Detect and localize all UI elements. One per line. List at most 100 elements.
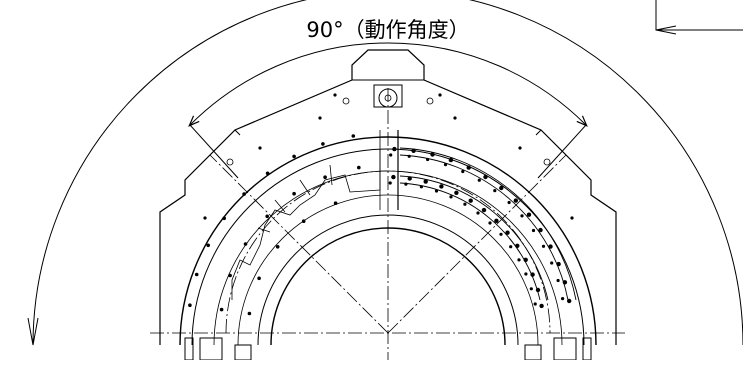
roller-dots [188,93,574,316]
roller-dot [520,214,524,218]
roller-dot [388,181,392,185]
roller-dot [292,191,296,196]
roller-dot [318,116,322,120]
roller-dot [523,257,528,262]
roller-dot [434,189,439,193]
right-rail-1 [399,147,577,301]
roller-dot [423,179,428,184]
roller-dot [509,245,513,249]
rail-arc-1 [213,170,563,346]
roller-dot [407,154,411,158]
operating-angle-label: 90°（動作角度） [306,18,469,42]
roller-dot [411,148,416,153]
base-block-left-inner [234,344,252,361]
roller-dot [493,189,497,193]
guide-ring-outer-arc [179,136,597,346]
roller-dot [247,311,252,316]
roller-dot [438,93,442,97]
roller-dot [323,175,327,179]
roller-dot [533,302,537,306]
roller-dot [494,218,499,223]
roller-dot [426,157,430,162]
roller-dot [461,169,465,174]
leader-arrowhead [655,25,677,35]
roller-dot [222,216,226,221]
housing-outline [159,49,617,345]
roller-dot [265,171,270,176]
guide-ring-inner-outer-arc [257,214,519,346]
segment-slot-ticks [257,164,333,233]
roller-dot [517,258,521,262]
roller-dot [419,185,423,189]
roller-dot [206,243,210,248]
housing-bolt-right [543,158,551,166]
roller-dot [567,298,572,304]
roller-dot [321,142,325,146]
roller-dot [301,219,306,223]
roller-dot [556,278,560,283]
roller-dot [483,174,488,180]
roller-dot [357,165,361,170]
roller-dot [258,146,262,150]
roller-dot [535,287,541,293]
roller-dot [515,243,520,248]
roller-dot [391,174,396,180]
housing-chamfers [234,129,542,136]
base-block-left [199,337,223,361]
angle-dimension-arc [188,42,588,127]
roller-dot [257,276,261,281]
roller-dot [538,227,543,233]
roller-dot [453,116,457,120]
roller-dot [526,212,532,217]
roller-dot [228,273,232,278]
roller-dot [392,146,397,152]
roller-dot [562,280,568,285]
roller-dot [242,192,246,196]
housing-bolt-left [226,158,234,166]
outer-arc-arrow-left [27,317,39,346]
roller-dot [219,307,224,312]
roller-dot [292,154,296,159]
roller-dot [507,200,511,205]
roller-dot [477,178,481,182]
roller-dot [541,244,546,248]
roller-dot [550,261,554,265]
mount-bolt-left [342,97,350,105]
roller-dot [556,261,561,267]
roller-dot [488,221,492,225]
roller-dot [531,228,536,233]
roller-dot [513,198,518,203]
roller-dot [476,211,480,215]
segment-slot-outline [231,150,381,300]
roller-dot [454,190,459,195]
roller-dot [524,272,528,276]
base-block-right-inner [524,344,542,361]
guide-ring [179,136,597,346]
roller-dot [481,207,487,213]
pivot-hole [378,88,398,108]
roller-dot [530,272,535,277]
right-rails [399,147,577,301]
roller-dot [548,244,553,249]
roller-dot [561,297,565,301]
right-rail-3 [399,175,549,301]
guide-ring-inner-arc [270,227,506,346]
roller-dot [243,242,248,246]
roller-dot [351,134,356,138]
roller-dot [499,185,504,191]
mount-bolt-right [426,97,434,105]
roller-dot [389,153,393,157]
guide-ring-outer-inner-arc [191,148,585,346]
roller-dot [463,202,467,206]
roller-dot [505,230,510,235]
pivot-center [384,94,392,102]
roller-dot [539,303,544,309]
roller-dot [275,245,280,249]
base-block-right [553,337,577,361]
leader-line [655,0,743,31]
roller-dot [439,184,444,189]
right-rail-2 [399,154,569,301]
diagonal-center-line-left [209,154,389,334]
